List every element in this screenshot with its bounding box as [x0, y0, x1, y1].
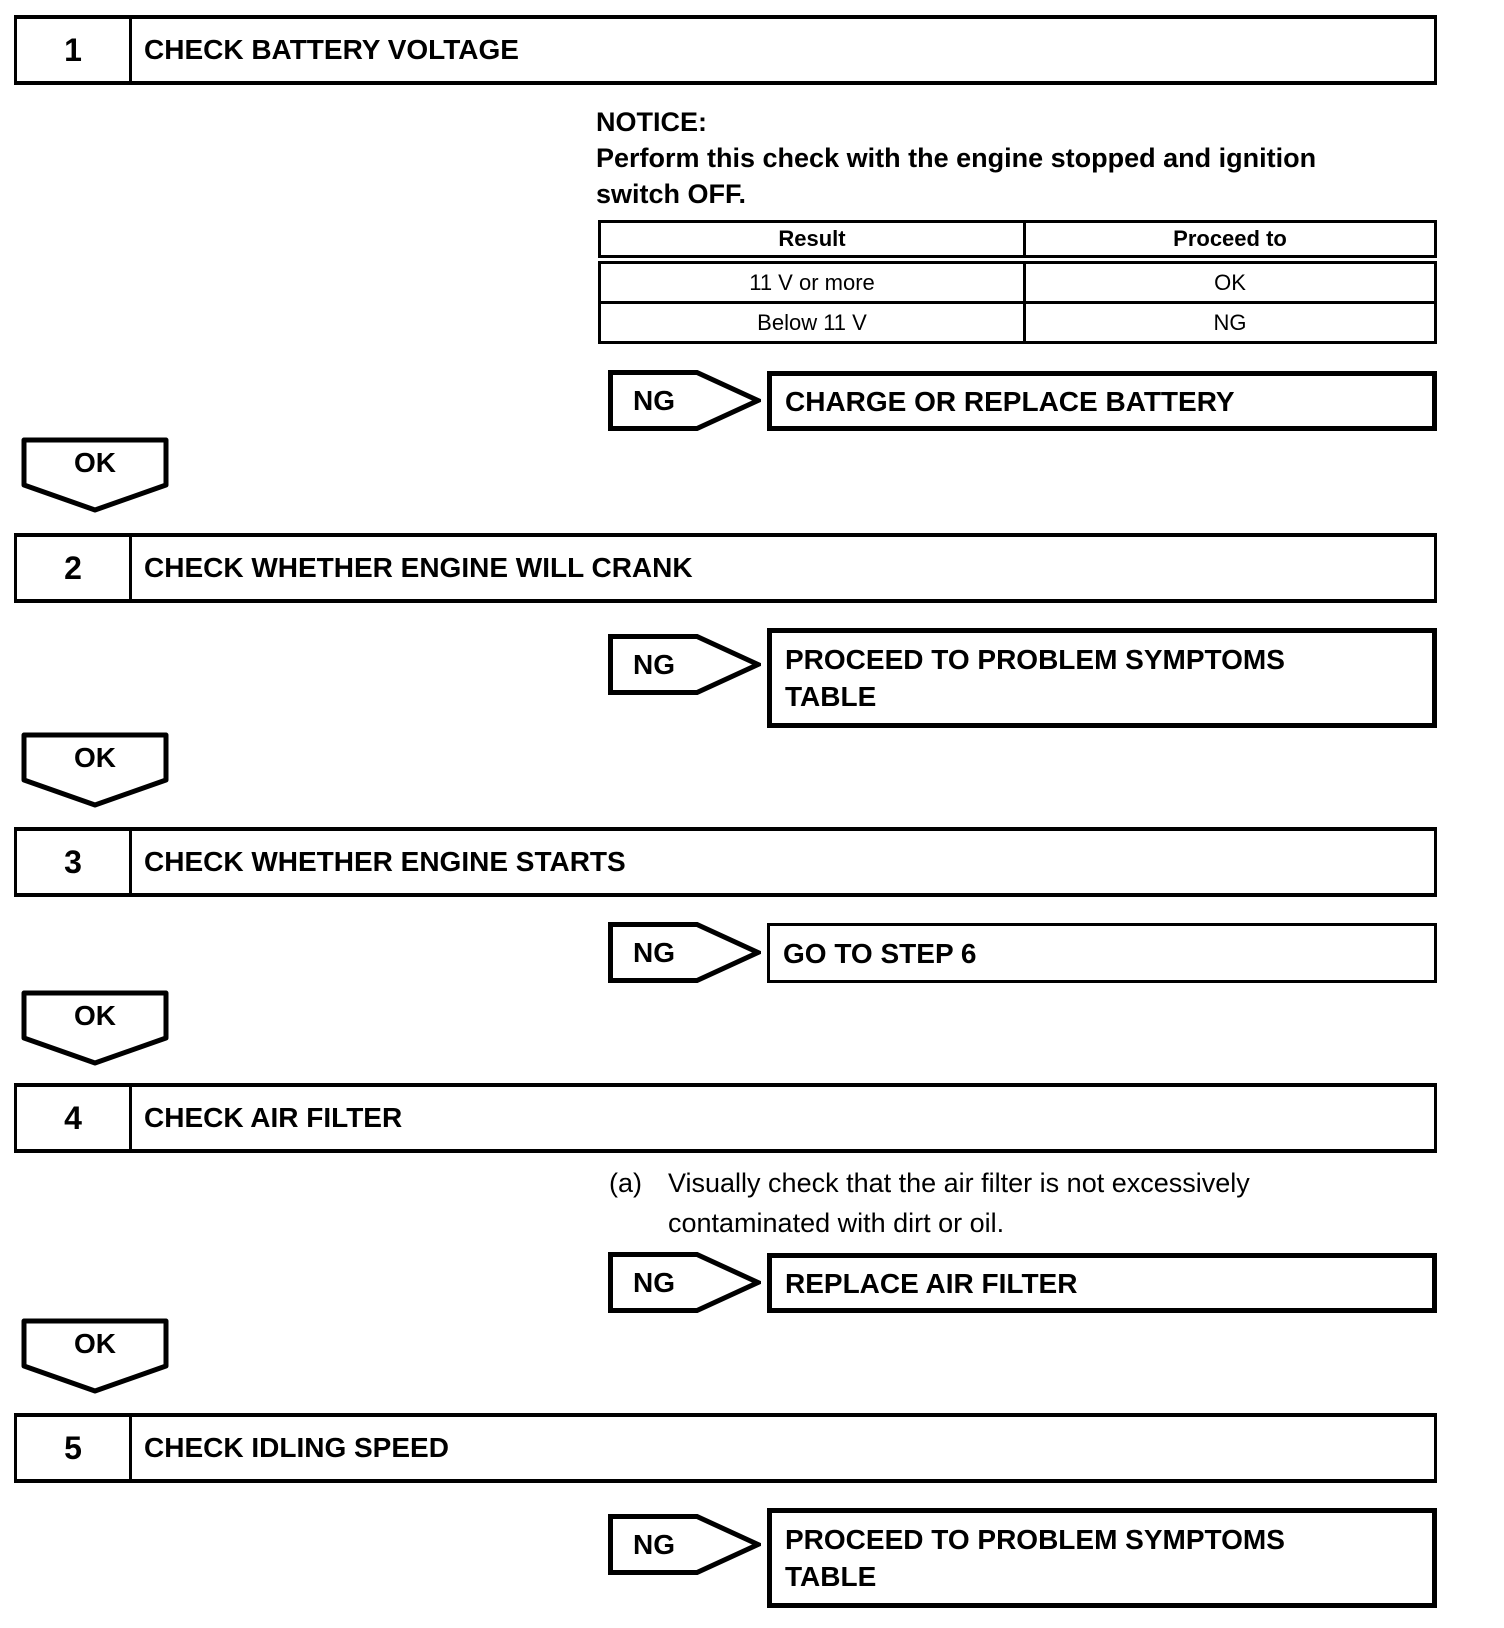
table-cell-proceed: OK [1023, 258, 1437, 304]
ng-label: NG [633, 1528, 675, 1560]
action-text: REPLACE AIR FILTER [785, 1267, 1078, 1299]
ok-connector: OK [21, 1318, 169, 1394]
table-row: Below 11 V NG [598, 301, 1437, 344]
step-header-4: 4 CHECK AIR FILTER [14, 1083, 1437, 1153]
table-header-result: Result [598, 220, 1026, 264]
ok-connector: OK [21, 732, 169, 808]
step-title: CHECK IDLING SPEED [144, 1432, 449, 1463]
ok-arrow-icon [21, 990, 169, 1066]
ng-connector: NG [608, 634, 761, 695]
notice-block: NOTICE: Perform this check with the engi… [596, 104, 1441, 212]
step-title: CHECK WHETHER ENGINE STARTS [144, 846, 626, 877]
ok-label: OK [74, 1000, 116, 1031]
ng-connector: NG [608, 922, 761, 983]
ng-label: NG [633, 648, 675, 680]
action-text: GO TO STEP 6 [783, 937, 977, 969]
ng-arrow-icon [608, 1514, 761, 1575]
substep-text-line1: Visually check that the air filter is no… [668, 1168, 1250, 1198]
step-title: CHECK BATTERY VOLTAGE [144, 34, 519, 65]
ok-arrow-icon [21, 437, 169, 513]
step-number: 3 [17, 831, 132, 893]
action-text: PROCEED TO PROBLEM SYMPTOMS [785, 644, 1285, 675]
notice-text-line2: switch OFF. [596, 179, 747, 209]
step-number: 2 [17, 537, 132, 599]
ng-arrow-icon [608, 922, 761, 983]
ng-arrow-icon [608, 370, 761, 431]
action-box: REPLACE AIR FILTER [767, 1253, 1437, 1313]
step-header-5: 5 CHECK IDLING SPEED [14, 1413, 1437, 1483]
notice-text-line1: Perform this check with the engine stopp… [596, 143, 1317, 173]
step-number: 5 [17, 1417, 132, 1479]
table-row: 11 V or more OK [598, 258, 1437, 304]
ok-arrow-icon [21, 1318, 169, 1394]
ok-label: OK [74, 742, 116, 773]
ng-arrow-icon [608, 634, 761, 695]
result-table: Result Proceed to 11 V or more OK Below … [598, 220, 1437, 344]
action-text: TABLE [785, 681, 877, 712]
substep-text-line2: contaminated with dirt or oil. [668, 1208, 1005, 1238]
ng-connector: NG [608, 1514, 761, 1575]
action-text: TABLE [785, 1561, 877, 1592]
notice-title: NOTICE: [596, 107, 707, 137]
substep-text: Visually check that the air filter is no… [668, 1163, 1250, 1243]
ok-connector: OK [21, 437, 169, 513]
action-box: GO TO STEP 6 [767, 923, 1437, 983]
step-header-2: 2 CHECK WHETHER ENGINE WILL CRANK [14, 533, 1437, 603]
table-cell-proceed: NG [1023, 301, 1437, 344]
ng-arrow-icon [608, 1252, 761, 1313]
table-cell-result: Below 11 V [598, 301, 1026, 344]
table-header-proceed-to: Proceed to [1023, 220, 1437, 264]
step-number: 4 [17, 1087, 132, 1149]
ng-label: NG [633, 384, 675, 416]
ok-connector: OK [21, 990, 169, 1066]
action-box: CHARGE OR REPLACE BATTERY [767, 371, 1437, 431]
table-header-row: Result Proceed to [598, 220, 1437, 264]
ok-label: OK [74, 447, 116, 478]
ng-connector: NG [608, 370, 761, 431]
substep-label: (a) [609, 1168, 642, 1198]
action-text: PROCEED TO PROBLEM SYMPTOMS [785, 1524, 1285, 1555]
step-title: CHECK WHETHER ENGINE WILL CRANK [144, 552, 693, 583]
action-box: PROCEED TO PROBLEM SYMPTOMS TABLE [767, 1508, 1437, 1608]
ok-arrow-icon [21, 732, 169, 808]
ok-label: OK [74, 1328, 116, 1359]
step-number: 1 [17, 19, 132, 81]
ng-connector: NG [608, 1252, 761, 1313]
ng-label: NG [633, 1266, 675, 1298]
ng-label: NG [633, 936, 675, 968]
action-text: CHARGE OR REPLACE BATTERY [785, 385, 1235, 417]
step-header-1: 1 CHECK BATTERY VOLTAGE [14, 15, 1437, 85]
step-header-3: 3 CHECK WHETHER ENGINE STARTS [14, 827, 1437, 897]
step-title: CHECK AIR FILTER [144, 1102, 403, 1133]
action-box: PROCEED TO PROBLEM SYMPTOMS TABLE [767, 628, 1437, 728]
table-cell-result: 11 V or more [598, 258, 1026, 304]
